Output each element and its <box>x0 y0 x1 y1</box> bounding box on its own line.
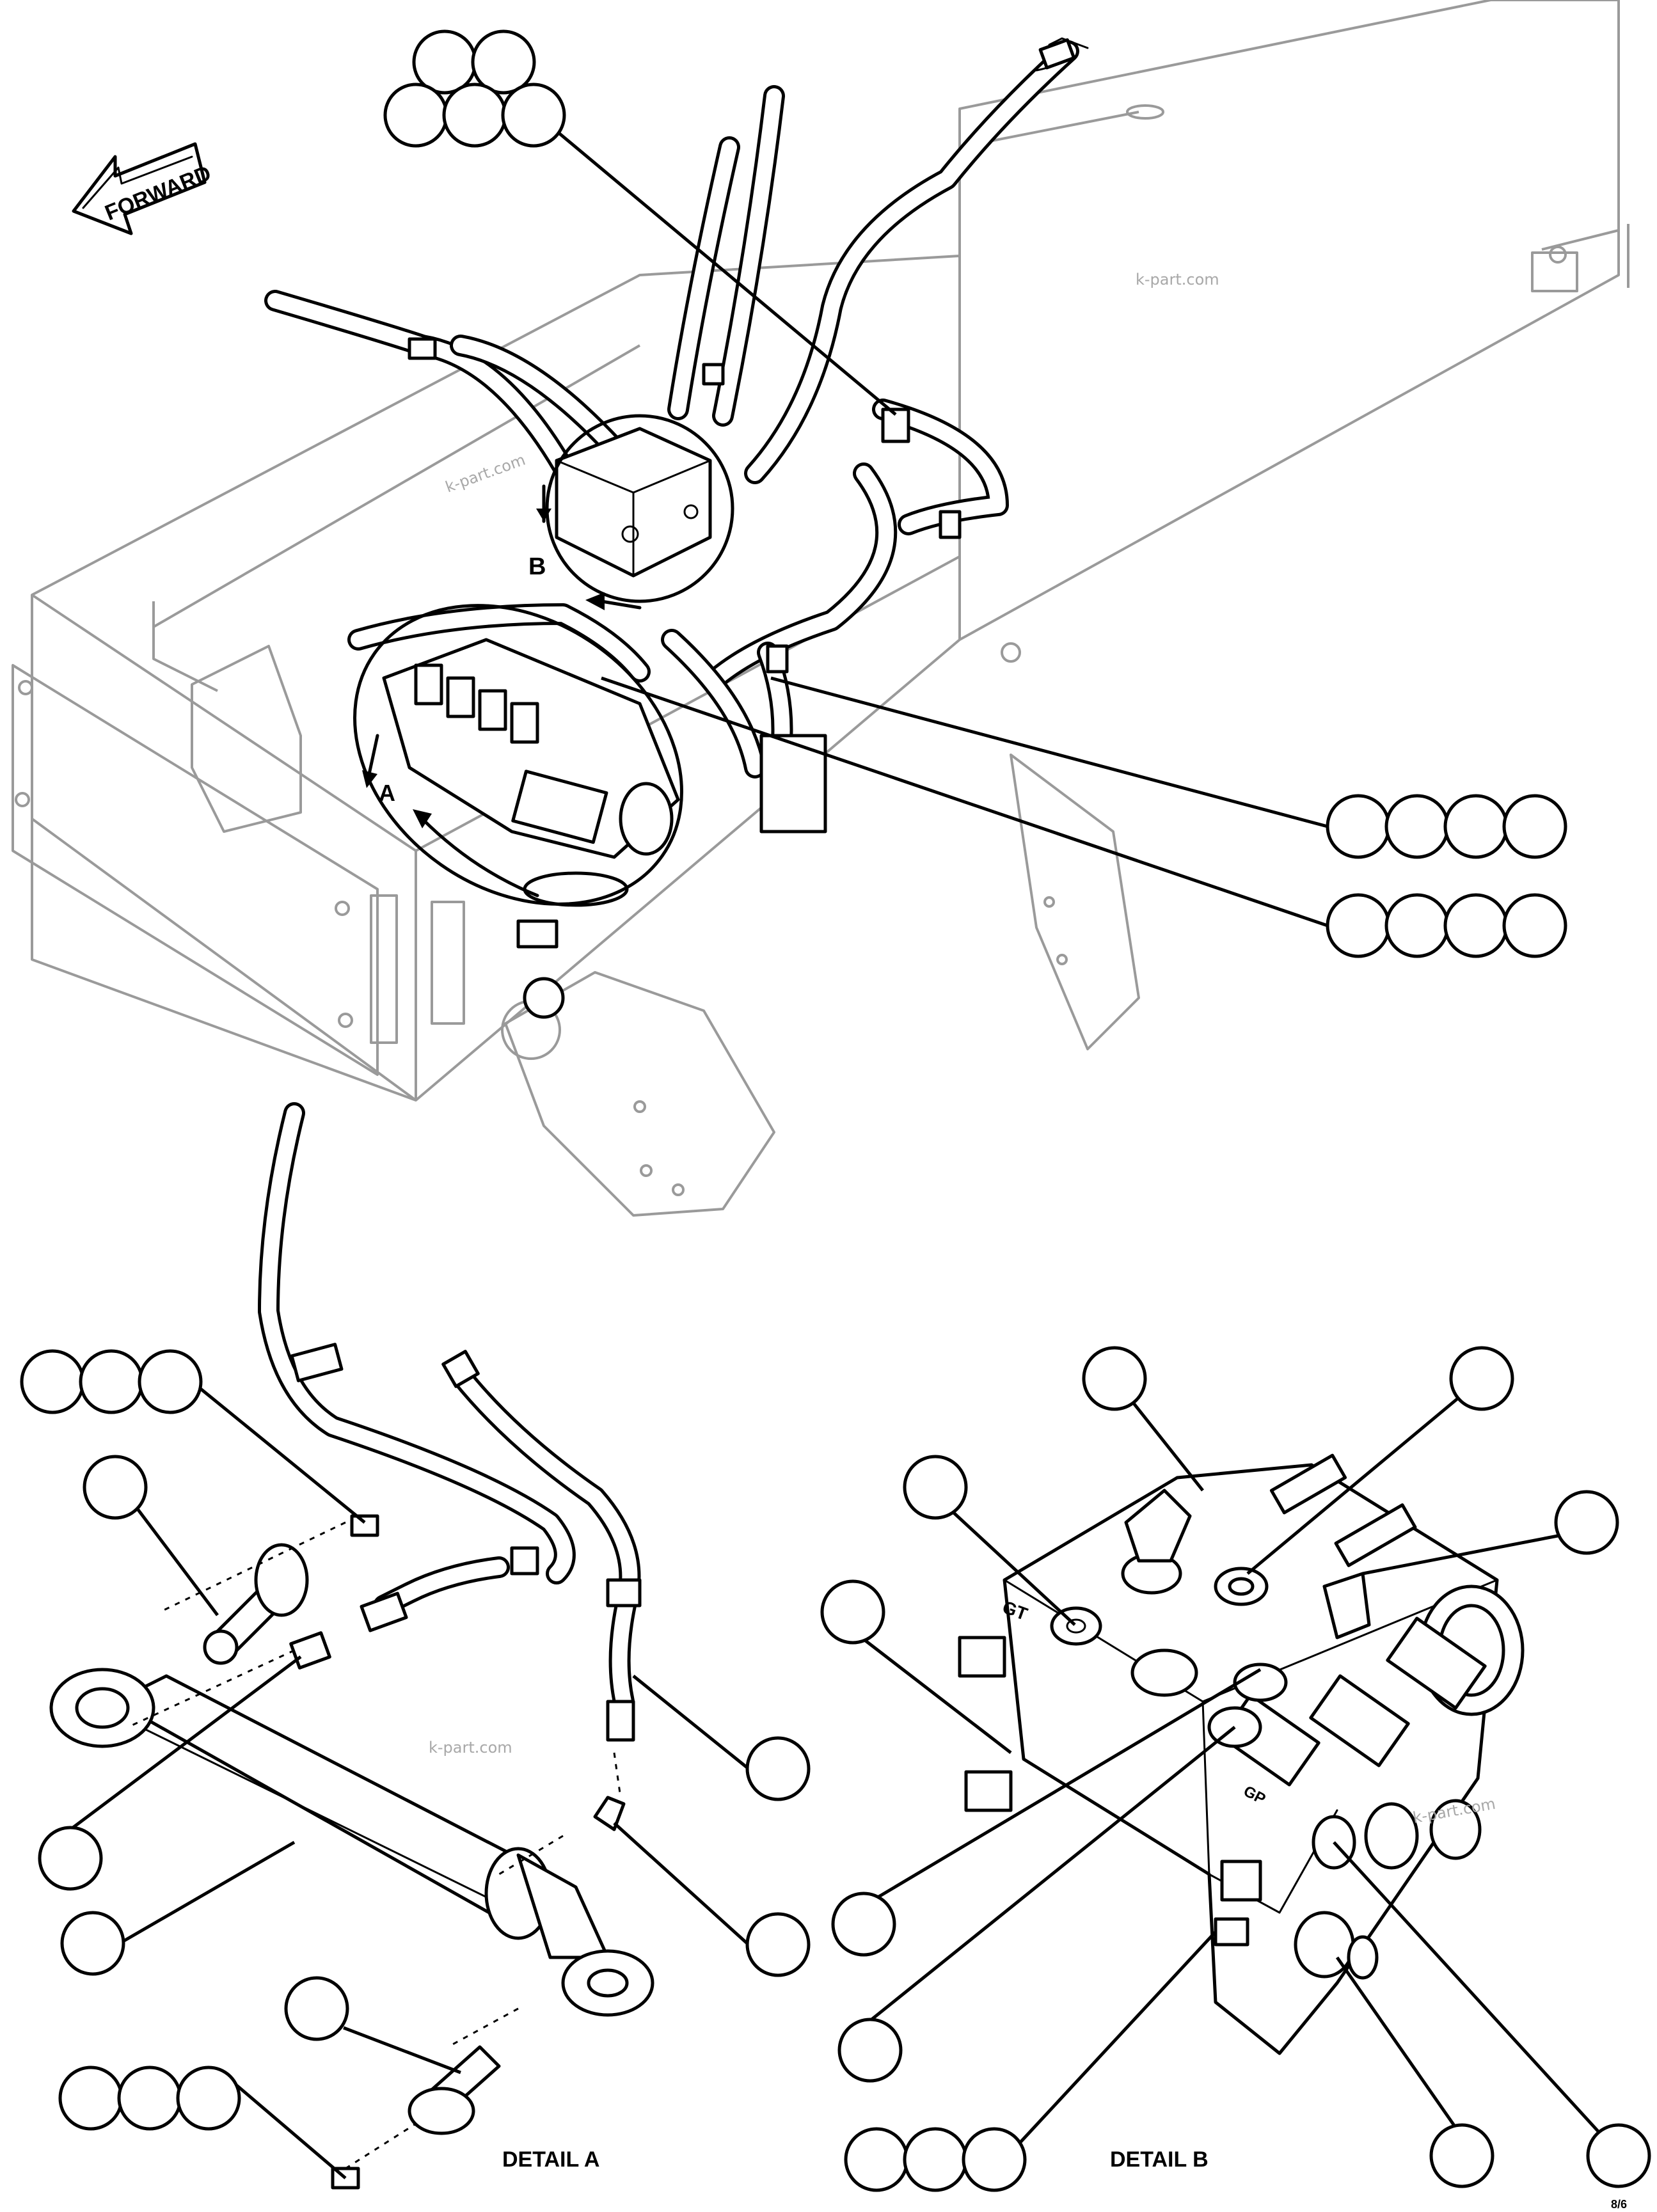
callouts-upper <box>383 29 1567 958</box>
callout-circle <box>1384 794 1450 859</box>
watermark: k-part.com <box>429 1739 512 1757</box>
callout-circle <box>58 2066 123 2131</box>
callout-circle <box>1502 893 1567 958</box>
callout-circle <box>962 2127 1027 2192</box>
callout-circle <box>1082 1346 1147 1411</box>
valve-bank-a-upper <box>382 638 680 907</box>
callout-circle <box>903 1455 968 1520</box>
main-assembly: B A <box>12 0 1629 1217</box>
callout-circle <box>1449 1346 1514 1411</box>
callout-circle <box>176 2066 241 2131</box>
callout-circle <box>1586 2123 1651 2188</box>
callout-circle <box>138 1349 203 1414</box>
callout-circle <box>1443 794 1509 859</box>
callout-circle <box>501 83 566 148</box>
callout-circle <box>1384 893 1450 958</box>
callout-circle <box>38 1826 103 1891</box>
detail-a-title: DETAIL A <box>502 2147 599 2172</box>
callout-circle <box>471 29 536 95</box>
callout-circle <box>903 2127 968 2192</box>
callout-circle <box>412 29 477 95</box>
forward-arrow: FORWARD <box>72 142 214 235</box>
callout-circle <box>844 2127 909 2192</box>
callout-circle <box>442 83 507 148</box>
callout-circle <box>745 1912 811 1977</box>
callout-circle <box>117 2066 182 2131</box>
detail-b-marker: B <box>528 553 546 580</box>
callout-circle <box>1554 1490 1619 1555</box>
callout-circle <box>60 1911 125 1976</box>
detail-a-marker: A <box>379 780 395 806</box>
callout-circle <box>1429 2123 1494 2188</box>
valve-block-b-upper <box>555 427 712 578</box>
callout-circle <box>1502 794 1567 859</box>
detail-b-title: DETAIL B <box>1110 2147 1209 2172</box>
callout-circle <box>837 2018 903 2083</box>
callout-circle <box>745 1736 811 1801</box>
callout-circle <box>1326 893 1391 958</box>
callout-circle <box>1326 794 1391 859</box>
callout-circle <box>83 1455 148 1520</box>
watermark: k-part.com <box>1136 271 1219 288</box>
detail-a: DETAIL A <box>20 1102 811 2190</box>
detail-b: GT GP DETAIL B <box>820 1346 1651 2192</box>
callout-circle <box>20 1349 85 1414</box>
callout-circle <box>383 83 448 148</box>
callout-circle <box>79 1349 144 1414</box>
callout-circle <box>831 1892 896 1957</box>
watermark: k-part.com <box>443 451 527 496</box>
callout-circle <box>284 1976 349 2041</box>
callout-circle <box>820 1579 885 1645</box>
callout-circle <box>1443 893 1509 958</box>
detail-a-circle <box>353 604 683 906</box>
sheet-code: 8/6 <box>1611 2198 1627 2211</box>
